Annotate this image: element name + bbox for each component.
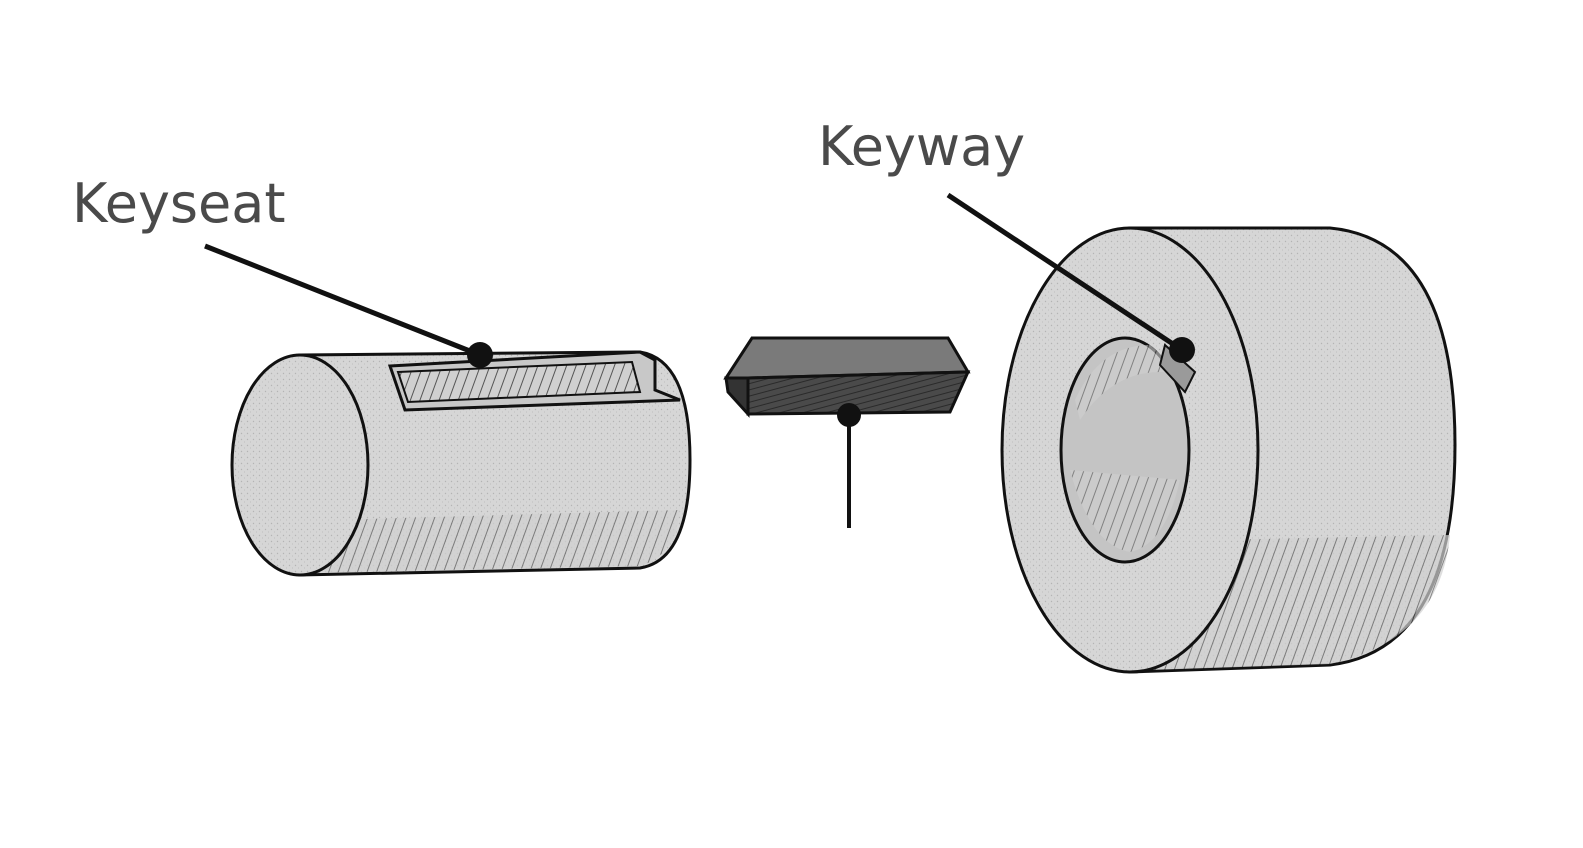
shaft (230, 350, 692, 577)
hub-bore-shading (1070, 470, 1180, 552)
key (723, 336, 971, 418)
keyway-notch (1158, 343, 1197, 394)
keyseat-slot-bottom (396, 360, 642, 404)
keyseat-leader-line (204, 243, 481, 358)
key-leader-dot (837, 403, 861, 427)
keyseat-leader-dot (467, 342, 493, 368)
keyway-label: Keyway (818, 115, 1025, 178)
keyway-callout: Keyway (818, 115, 1195, 363)
key-callout (837, 403, 861, 528)
keyway-leader-dot (1169, 337, 1195, 363)
keyseat-callout: Keyseat (72, 172, 493, 368)
keyseat-label: Keyseat (72, 172, 286, 235)
hub (1000, 226, 1457, 674)
key-end-face (724, 376, 750, 418)
keyway-leader-line (946, 192, 1184, 353)
shaft-end-face (230, 353, 370, 577)
hub-bore-top-shading (1075, 345, 1185, 420)
shaft-shading (305, 510, 680, 573)
